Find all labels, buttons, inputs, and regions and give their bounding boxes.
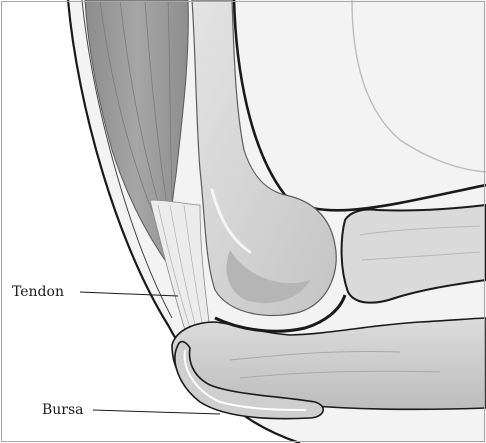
- bursa-label: Bursa: [42, 402, 84, 418]
- bursa-leader-line: [93, 410, 220, 414]
- tendon-label: Tendon: [12, 284, 64, 300]
